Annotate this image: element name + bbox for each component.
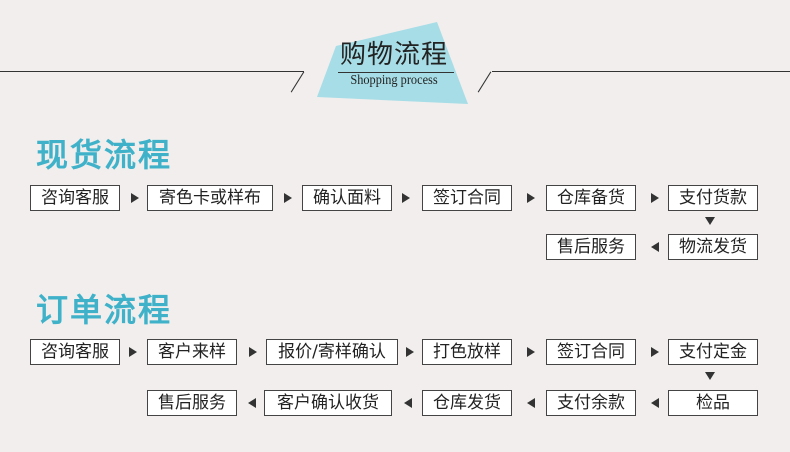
- arrow-down: [705, 372, 715, 380]
- arrow-right: [406, 347, 414, 357]
- spot-step-after-sales: 售后服务: [546, 234, 636, 260]
- spot-step-ship: 物流发货: [668, 234, 758, 260]
- spot-step-confirm-fabric: 确认面料: [302, 185, 392, 211]
- arrow-left: [248, 398, 256, 408]
- arrow-left: [527, 398, 535, 408]
- subtitle-underline: [338, 72, 454, 73]
- order-step-confirm-receipt: 客户确认收货: [264, 390, 392, 416]
- order-step-consult: 咨询客服: [30, 339, 120, 365]
- order-step-inspection: 检品: [668, 390, 758, 416]
- arrow-right: [527, 347, 535, 357]
- page-subtitle: Shopping process: [350, 73, 438, 88]
- order-step-after-sales: 售后服务: [147, 390, 237, 416]
- arrow-right: [131, 193, 139, 203]
- header-accent-shape: [317, 22, 468, 104]
- header-accent-triangle: [317, 22, 468, 104]
- arrow-down: [705, 217, 715, 225]
- spot-step-sign-contract: 签订合同: [422, 185, 512, 211]
- order-step-quote: 报价/寄样确认: [266, 339, 398, 365]
- spot-flow-title: 现货流程: [36, 136, 173, 174]
- order-flow-title: 订单流程: [36, 291, 173, 329]
- arrow-right: [651, 193, 659, 203]
- header-rule-left: [0, 71, 304, 72]
- spot-step-stock: 仓库备货: [546, 185, 636, 211]
- arrow-left: [404, 398, 412, 408]
- order-step-sign-contract: 签订合同: [546, 339, 636, 365]
- spot-step-pay: 支付货款: [668, 185, 758, 211]
- order-step-ship: 仓库发货: [422, 390, 512, 416]
- order-step-dye-sample: 打色放样: [422, 339, 512, 365]
- arrow-right: [129, 347, 137, 357]
- spot-step-consult: 咨询客服: [30, 185, 120, 211]
- arrow-left: [651, 242, 659, 252]
- order-step-deposit: 支付定金: [668, 339, 758, 365]
- arrow-left: [651, 398, 659, 408]
- order-step-balance: 支付余款: [546, 390, 636, 416]
- header-rule-right: [492, 71, 790, 72]
- arrow-right: [402, 193, 410, 203]
- arrow-right: [527, 193, 535, 203]
- page-title: 购物流程: [339, 40, 448, 70]
- arrow-right: [651, 347, 659, 357]
- spot-step-send-sample: 寄色卡或样布: [147, 185, 273, 211]
- arrow-right: [284, 193, 292, 203]
- arrow-right: [249, 347, 257, 357]
- order-step-client-sample: 客户来样: [147, 339, 237, 365]
